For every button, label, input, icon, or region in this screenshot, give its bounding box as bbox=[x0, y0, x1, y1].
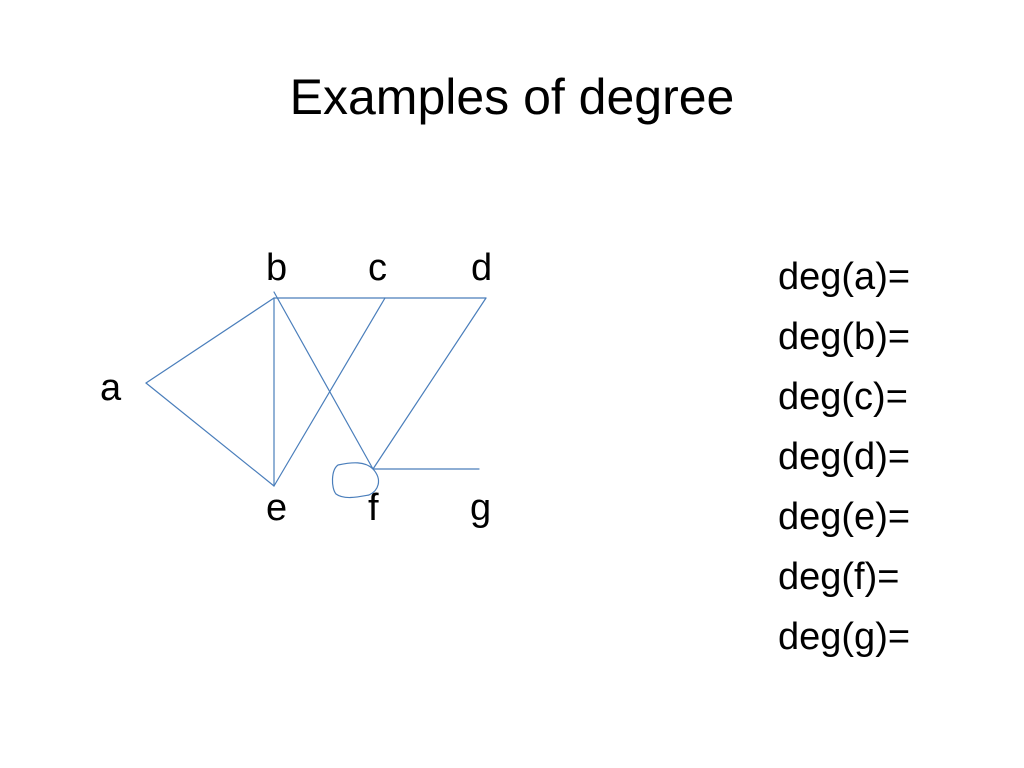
edge-a-b bbox=[145, 297, 275, 384]
degree-item-b: deg(b)= bbox=[778, 316, 911, 358]
degree-list: deg(a)= deg(b)= deg(c)= deg(d)= deg(e)= … bbox=[778, 247, 978, 667]
degree-item-d: deg(d)= bbox=[778, 436, 911, 478]
degree-item-e: deg(e)= bbox=[778, 496, 911, 538]
vertex-label-b: b bbox=[266, 247, 288, 289]
vertex-label-g: g bbox=[470, 487, 492, 529]
edge-d-f bbox=[372, 297, 487, 470]
degree-item-c: deg(c)= bbox=[778, 376, 908, 418]
vertex-label-f: f bbox=[368, 487, 379, 529]
vertex-label-c: c bbox=[368, 247, 387, 289]
vertex-label-e: e bbox=[266, 487, 288, 529]
degree-item-a: deg(a)= bbox=[778, 256, 911, 298]
loop-f bbox=[331, 462, 380, 499]
degree-item-g: deg(g)= bbox=[778, 616, 911, 658]
edge-b-f bbox=[273, 291, 374, 470]
edge-a-e bbox=[145, 382, 275, 487]
slide-title: Examples of degree bbox=[289, 69, 735, 125]
vertex-label-d: d bbox=[471, 247, 493, 289]
edge-c-e bbox=[273, 297, 386, 487]
vertex-label-a: a bbox=[100, 367, 122, 409]
degree-item-f: deg(f)= bbox=[778, 556, 900, 598]
